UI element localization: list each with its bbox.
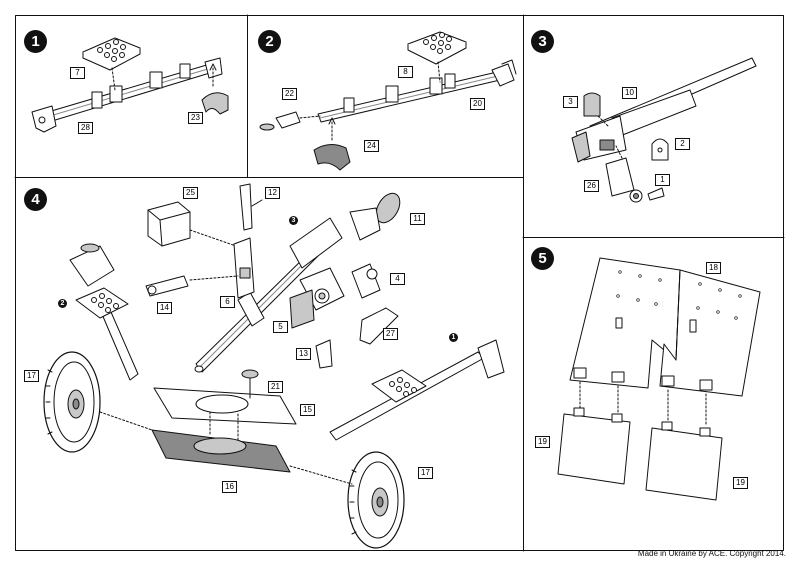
subassembly-marker: 1 [449,333,458,342]
panel-1-drawing [31,37,229,133]
part-label: 20 [470,98,485,110]
part-label: 8 [398,66,413,78]
part-label: 13 [296,348,311,360]
panel-2-drawing [259,31,517,171]
part-label: 11 [410,213,425,225]
part-label: 27 [383,328,398,340]
part-label: 21 [268,381,283,393]
part-label: 17 [24,370,39,382]
part-label: 10 [622,87,637,99]
subassembly-marker: 3 [289,216,298,225]
copyright-notice: Made in Ukraine by ACE. Copyright 2014. [637,549,786,558]
panel-3-drawing [571,57,757,203]
wheel-right [347,451,405,549]
part-label: 12 [265,187,280,199]
part-label: 1 [655,174,670,186]
part-label: 4 [390,273,405,285]
part-label: 15 [300,404,315,416]
step-badge-4: 4 [24,188,47,211]
part-label: 26 [584,180,599,192]
part-label: 22 [282,88,297,100]
outer-frame [15,15,784,551]
step-badge-3: 3 [531,30,554,53]
part-label: 28 [78,122,93,134]
subassembly-marker: 2 [58,299,67,308]
step-badge-2: 2 [258,30,281,53]
part-label: 5 [273,321,288,333]
part-label: 3 [563,96,578,108]
part-label: 18 [706,262,721,274]
part-label: 23 [188,112,203,124]
part-label: 14 [157,302,172,314]
part-label: 19 [733,477,748,489]
part-label: 16 [222,481,237,493]
step-badge-1: 1 [24,30,47,53]
step-badge-5: 5 [531,247,554,270]
part-label: 19 [535,436,550,448]
part-label: 24 [364,140,379,152]
part-label: 6 [220,296,235,308]
panel-5-drawing [557,257,761,501]
part-label: 7 [70,67,85,79]
panel-4-drawing [43,183,505,549]
wheel-left [43,351,101,453]
part-label: 17 [418,467,433,479]
part-label: 25 [183,187,198,199]
part-label: 2 [675,138,690,150]
